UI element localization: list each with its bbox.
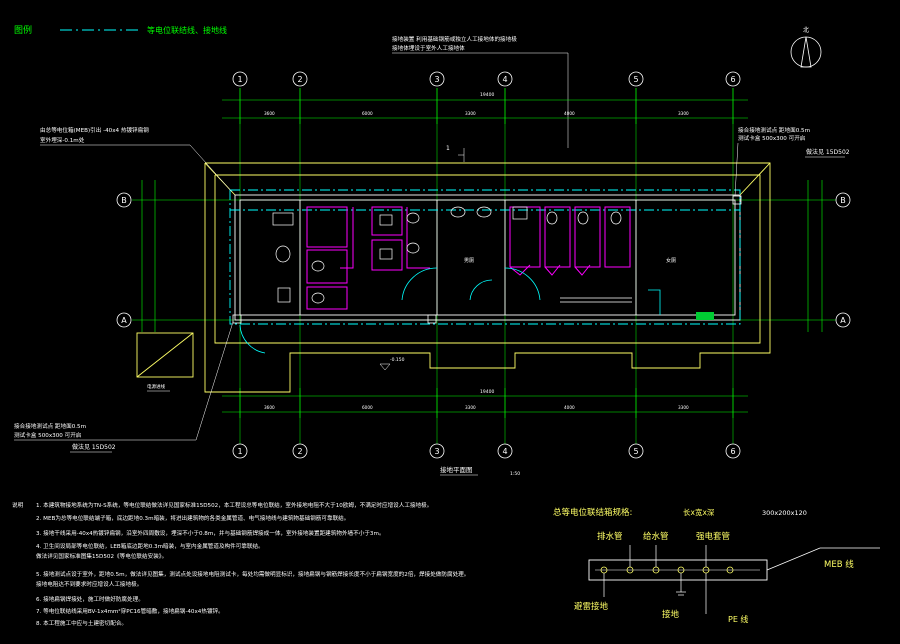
dimension-overall-bottom: 19400 xyxy=(480,389,494,395)
note-4b: 做法详见国家标准图集15D502《等电位联结安装》。 xyxy=(36,554,168,560)
grounding-test-points xyxy=(232,195,742,324)
notes-heading: 说明 xyxy=(12,503,24,509)
bottom-left-annotation: 接合接地测试点 距地面0.5m 测试卡盒 500x300 可开启 做法见 15D… xyxy=(14,321,234,453)
bottom-left-line1: 接合接地测试点 距地面0.5m xyxy=(14,422,86,430)
meb-bottom-pe: PE 线 xyxy=(728,614,748,624)
column-axis-bubbles-bottom: 1 2 3 4 5 6 xyxy=(232,443,741,459)
note-7: 7. 等电位联结线采用BV-1x4mm²穿PC16管暗敷，接地扁钢-40x4热镀… xyxy=(36,609,224,615)
axis-col-4: 4 xyxy=(502,75,507,84)
doors xyxy=(239,267,661,354)
north-mark: 北 xyxy=(803,26,809,34)
meb-pipe-water: 给水管 xyxy=(643,531,669,542)
top-annotation-line2: 接地体埋设于室外人工接地体 xyxy=(392,44,465,52)
plan-title: 接地平面图 xyxy=(440,465,473,474)
left-annotation-line2: 室外埋深-0.1m处 xyxy=(40,136,85,144)
dimension-span-3: 3300 xyxy=(465,111,476,116)
axis-col-4-bottom: 4 xyxy=(502,447,507,456)
axis-col-5: 5 xyxy=(633,75,638,84)
row-axis-bubbles: B A B A xyxy=(116,192,851,328)
axis-row-a-left: A xyxy=(121,316,127,325)
meb-size-label: 长x宽x深 xyxy=(683,507,715,517)
top-annotation: 接地装置 利用基础钢筋或独立人工接地体的接地极 接地体埋设于室外人工接地体 xyxy=(392,35,569,148)
marker-1: 1 xyxy=(446,145,450,152)
dimension-lines-vertical xyxy=(141,180,823,332)
column-axis-bubbles-top: 1 2 3 4 5 6 xyxy=(232,71,741,87)
axis-col-1: 1 xyxy=(237,75,242,84)
section-mark: -0.150 xyxy=(390,357,405,363)
axis-col-3: 3 xyxy=(434,75,439,84)
note-4: 4. 卫生间设局部等电位联结，LEB箱底边距地0.3m暗装，与室内金属管道及构件… xyxy=(36,544,264,550)
dimension-span-2: 6000 xyxy=(362,111,373,116)
right-annotation-tag: 做法见 15D502 xyxy=(806,148,850,156)
dimension-span-1-bottom: 3600 xyxy=(264,405,275,410)
axis-col-3-bottom: 3 xyxy=(434,447,439,456)
dimension-overall-top: 19400 xyxy=(480,92,494,98)
axis-col-6-bottom: 6 xyxy=(730,447,735,456)
meb-bottom-ground: 接地 xyxy=(662,609,680,620)
meb-diagram: 总等电位联结箱规格: 长x宽x深 300x200x120 排水管 给水管 强电套… xyxy=(553,507,880,624)
dimension-span-5: 3300 xyxy=(678,111,689,116)
room-label-men: 男厕 xyxy=(464,258,474,264)
top-annotation-line1: 接地装置 利用基础钢筋或独立人工接地体的接地极 xyxy=(392,35,517,43)
note-1: 1. 本建筑物接地系统为TN-S系统，等电位联结做法详见国家标准15D502，本… xyxy=(36,503,433,509)
right-annotation-line2: 测试卡盒 500x300 可开启 xyxy=(738,134,805,142)
left-annotation-line1: 由总等电位箱(MEB)引出 -40x4 热镀锌扁钢 xyxy=(40,126,149,134)
axis-col-6: 6 xyxy=(730,75,735,84)
sanitary-fixtures xyxy=(272,206,632,304)
meb-bottom-lightning: 避雷接地 xyxy=(574,601,609,612)
legend: 图例 等电位联结线、接地线 xyxy=(14,24,227,36)
plan-scale: 1:50 xyxy=(510,471,520,477)
meb-size-value: 300x200x120 xyxy=(762,509,807,517)
bottom-left-line2: 测试卡盒 500x300 可开启 xyxy=(14,431,81,439)
meb-line-label: MEB 线 xyxy=(824,559,854,570)
note-5b: 接地电阻达不到要求时应增设人工接地极。 xyxy=(36,582,143,588)
meb-pipe-power: 强电套管 xyxy=(696,531,730,542)
note-5: 5. 接地测试点设于室外，距地0.5m，做法详见图集，测试点处设接地电阻测试卡，… xyxy=(36,572,470,578)
north-arrow: 北 xyxy=(790,26,822,68)
meb-box-marker xyxy=(696,312,714,320)
dimension-span-4-bottom: 4000 xyxy=(564,405,575,410)
dimension-span-3-bottom: 3300 xyxy=(465,405,476,410)
note-8: 8. 本工程施工中应与土建密切配合。 xyxy=(36,621,128,627)
axis-col-2: 2 xyxy=(297,75,302,84)
note-2: 2. MEB为总等电位联结端子箱，底边距地0.3m暗装，将进出建筑物的各类金属管… xyxy=(36,516,350,522)
right-annotation-line1: 接合接地测试点 距地面0.5m xyxy=(738,126,810,134)
note-3: 3. 接地干线采用-40x4热镀锌扁钢，沿室外四周敷设，埋深不小于0.8m，并与… xyxy=(36,531,385,537)
legend-line-label: 等电位联结线、接地线 xyxy=(147,25,227,35)
grounding-ring xyxy=(229,189,741,325)
room-label-women: 女厕 xyxy=(666,257,676,264)
axis-row-b-left: B xyxy=(121,196,127,205)
callout-small: 电源进线 xyxy=(147,383,165,390)
dimension-span-1: 3600 xyxy=(264,111,275,116)
legend-title: 图例 xyxy=(14,24,32,36)
axis-col-2-bottom: 2 xyxy=(297,447,302,456)
left-annotation: 由总等电位箱(MEB)引出 -40x4 热镀锌扁钢 室外埋深-0.1m处 xyxy=(40,126,233,193)
axis-row-a-right: A xyxy=(840,316,846,325)
axis-col-1-bottom: 1 xyxy=(237,447,242,456)
right-annotation: 接合接地测试点 距地面0.5m 测试卡盒 500x300 可开启 做法见 15D… xyxy=(734,126,850,197)
dimension-span-4: 4000 xyxy=(564,111,575,116)
axis-row-b-right: B xyxy=(840,196,846,205)
meb-title: 总等电位联结箱规格: xyxy=(553,507,632,518)
axis-col-5-bottom: 5 xyxy=(633,447,638,456)
dimension-span-5-bottom: 3300 xyxy=(678,405,689,410)
meb-pipe-drain: 排水管 xyxy=(597,531,623,542)
bottom-left-tag: 做法见 15D502 xyxy=(72,443,116,451)
note-6: 6. 接地扁钢焊接处，施工时做好防腐处理。 xyxy=(36,597,144,603)
dimension-span-2-bottom: 6000 xyxy=(362,405,373,410)
